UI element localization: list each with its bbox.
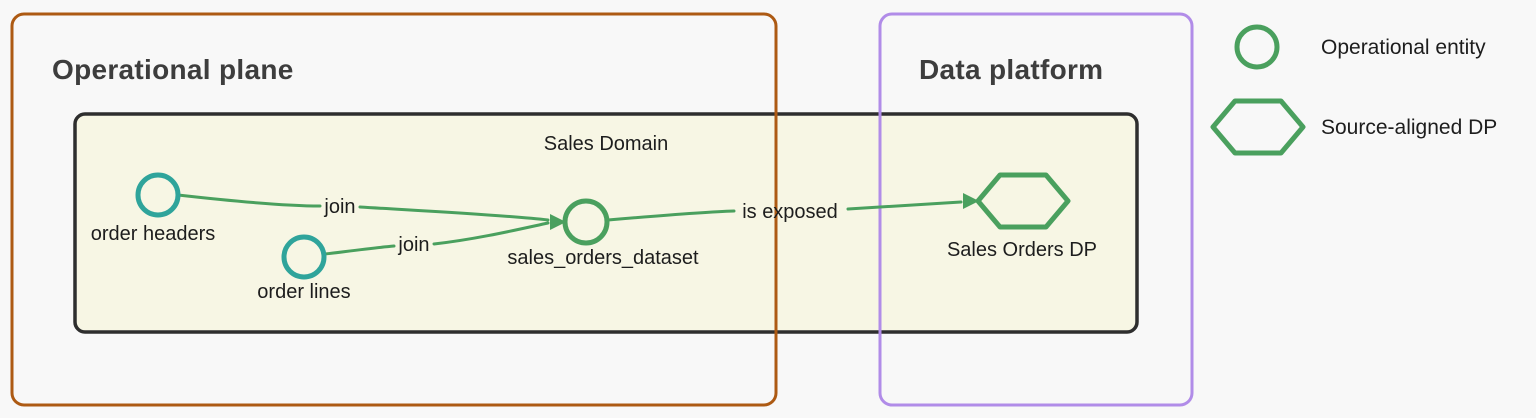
sales-orders-dp-label: Sales Orders DP — [947, 239, 1097, 261]
order-lines-label: order lines — [257, 281, 350, 303]
data-platform-box — [878, 12, 1194, 407]
operational-plane-title: Operational plane — [52, 54, 294, 85]
arrowhead-into-dataset-icon — [550, 214, 566, 230]
arrowhead-into-dp-icon — [963, 193, 979, 209]
edge-order-headers-join — [176, 193, 322, 208]
operational-plane-box — [10, 12, 778, 407]
edge-join-to-dataset — [358, 205, 550, 222]
sales-orders-dataset-label: sales_orders_dataset — [507, 247, 699, 269]
edge-order-lines-join — [323, 244, 396, 256]
node-order-headers-circle — [135, 172, 181, 218]
node-sales-orders-dataset-circle — [562, 198, 610, 246]
edge-exposed-to-dp — [846, 200, 963, 211]
node-sales-orders-dp-hexagon — [975, 172, 1071, 230]
legend-operational-entity-label: Operational entity — [1321, 36, 1486, 59]
sales-domain-title: Sales Domain — [544, 133, 669, 155]
node-order-lines-circle — [281, 234, 327, 280]
edge-dataset-exposed — [606, 209, 736, 222]
edge-label-join-2: join — [397, 234, 429, 256]
edge-label-is-exposed: is exposed — [742, 201, 838, 223]
legend-source-aligned-dp-label: Source-aligned DP — [1321, 116, 1497, 139]
edge-join2-to-dataset — [432, 221, 550, 246]
legend-operational-entity-icon — [1234, 24, 1280, 70]
order-headers-label: order headers — [91, 223, 216, 245]
edge-label-join-1: join — [323, 196, 355, 218]
legend-source-aligned-dp-icon — [1210, 98, 1306, 156]
data-platform-title: Data platform — [919, 54, 1103, 85]
